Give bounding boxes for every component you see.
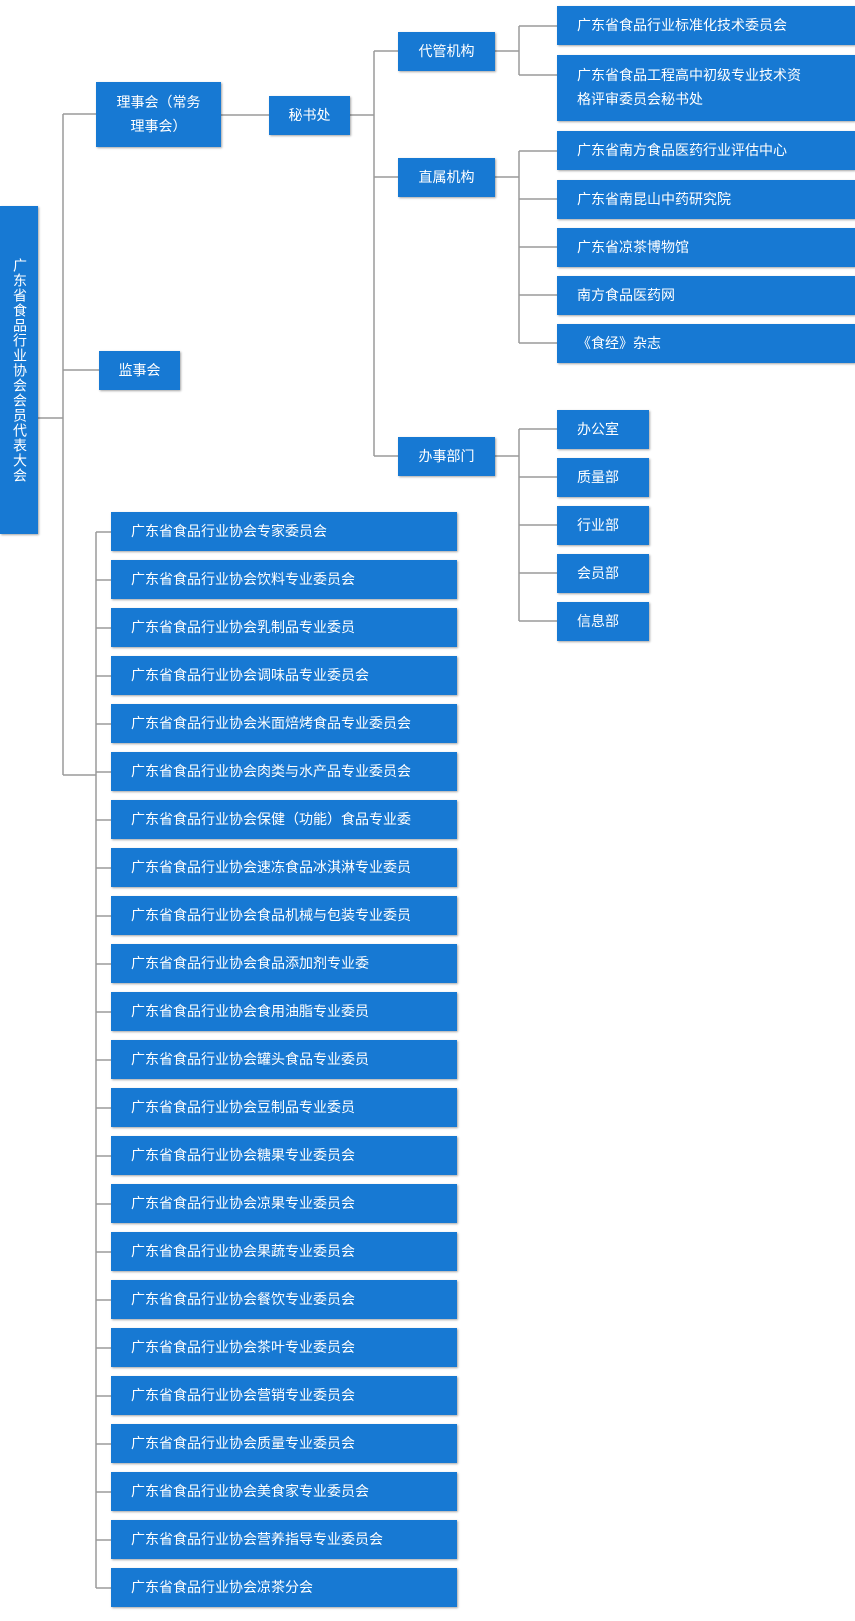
committee-node: 广东省食品行业协会保健（功能）食品专业委 [111, 800, 457, 839]
root-label: 广东省食品行业协会会员代表大会 [11, 257, 27, 483]
committee-label: 广东省食品行业协会质量专业委员会 [131, 1435, 355, 1452]
committee-label: 广东省食品行业协会保健（功能）食品专业委 [131, 811, 411, 828]
board-node: 理事会（常务理事会） [96, 82, 221, 147]
committee-node: 广东省食品行业协会调味品专业委员会 [111, 656, 457, 695]
managed-org-label: 广东省食品行业标准化技术委员会 [577, 17, 787, 34]
committee-node: 广东省食品行业协会罐头食品专业委员 [111, 1040, 457, 1079]
committee-label: 广东省食品行业协会速冻食品冰淇淋专业委员 [131, 859, 411, 876]
secretariat-label: 秘书处 [288, 107, 331, 124]
office-node: 行业部 [557, 506, 649, 545]
committee-node: 广东省食品行业协会凉果专业委员会 [111, 1184, 457, 1223]
office-node: 质量部 [557, 458, 649, 497]
committee-label: 广东省食品行业协会糖果专业委员会 [131, 1147, 355, 1164]
managed-org-node: 广东省食品工程高中初级专业技术资格评审委员会秘书处 [557, 55, 855, 121]
committee-node: 广东省食品行业协会豆制品专业委员 [111, 1088, 457, 1127]
committee-label: 广东省食品行业协会茶叶专业委员会 [131, 1339, 355, 1356]
direct-org-node: 广东省南方食品医药行业评估中心 [557, 131, 855, 170]
committee-node: 广东省食品行业协会乳制品专业委员 [111, 608, 457, 647]
committee-node: 广东省食品行业协会餐饮专业委员会 [111, 1280, 457, 1319]
office-node: 信息部 [557, 602, 649, 641]
committee-node: 广东省食品行业协会食用油脂专业委员 [111, 992, 457, 1031]
committee-label: 广东省食品行业协会米面焙烤食品专业委员会 [131, 715, 411, 732]
direct-org-node: 广东省凉茶博物馆 [557, 228, 855, 267]
board-label: 理事会（常务理事会） [116, 94, 201, 135]
committee-node: 广东省食品行业协会凉茶分会 [111, 1568, 457, 1607]
committee-node: 广东省食品行业协会专家委员会 [111, 512, 457, 551]
committee-label: 广东省食品行业协会凉果专业委员会 [131, 1195, 355, 1212]
committee-label: 广东省食品行业协会果蔬专业委员会 [131, 1243, 355, 1260]
direct-org-label: 广东省南昆山中药研究院 [577, 191, 731, 208]
office-label: 办公室 [577, 421, 619, 438]
direct-org-label: 南方食品医药网 [577, 287, 675, 304]
committee-label: 广东省食品行业协会罐头食品专业委员 [131, 1051, 369, 1068]
direct-org-node: 广东省南昆山中药研究院 [557, 180, 855, 219]
committee-label: 广东省食品行业协会美食家专业委员会 [131, 1483, 369, 1500]
committee-label: 广东省食品行业协会食用油脂专业委员 [131, 1003, 369, 1020]
committee-node: 广东省食品行业协会食品机械与包装专业委员 [111, 896, 457, 935]
committee-label: 广东省食品行业协会营销专业委员会 [131, 1387, 355, 1404]
root-node: 广东省食品行业协会会员代表大会 [0, 206, 38, 534]
offices-branch-node: 办事部门 [398, 437, 495, 476]
direct-org-label: 广东省南方食品医药行业评估中心 [577, 142, 787, 159]
committee-label: 广东省食品行业协会调味品专业委员会 [131, 667, 369, 684]
committee-label: 广东省食品行业协会豆制品专业委员 [131, 1099, 355, 1116]
committee-node: 广东省食品行业协会肉类与水产品专业委员会 [111, 752, 457, 791]
direct-org-node: 南方食品医药网 [557, 276, 855, 315]
committee-node: 广东省食品行业协会茶叶专业委员会 [111, 1328, 457, 1367]
committee-node: 广东省食品行业协会果蔬专业委员会 [111, 1232, 457, 1271]
managed-org-label: 广东省食品工程高中初级专业技术资格评审委员会秘书处 [577, 68, 801, 108]
secretariat-node: 秘书处 [269, 96, 350, 135]
direct-org-label: 广东省凉茶博物馆 [577, 239, 689, 256]
committee-label: 广东省食品行业协会肉类与水产品专业委员会 [131, 763, 411, 780]
committee-node: 广东省食品行业协会米面焙烤食品专业委员会 [111, 704, 457, 743]
committee-label: 广东省食品行业协会餐饮专业委员会 [131, 1291, 355, 1308]
committee-label: 广东省食品行业协会营养指导专业委员会 [131, 1531, 383, 1548]
managed-branch-node: 代管机构 [398, 32, 495, 71]
committee-node: 广东省食品行业协会营养指导专业委员会 [111, 1520, 457, 1559]
offices-branch-label: 办事部门 [418, 448, 475, 465]
direct-org-node: 《食经》杂志 [557, 324, 855, 363]
committee-node: 广东省食品行业协会美食家专业委员会 [111, 1472, 457, 1511]
office-label: 信息部 [577, 613, 619, 630]
office-label: 会员部 [577, 565, 619, 582]
supervisory-node: 监事会 [99, 351, 180, 390]
office-node: 会员部 [557, 554, 649, 593]
committee-node: 广东省食品行业协会速冻食品冰淇淋专业委员 [111, 848, 457, 887]
committee-label: 广东省食品行业协会专家委员会 [131, 523, 327, 540]
committee-label: 广东省食品行业协会凉茶分会 [131, 1579, 313, 1596]
committee-node: 广东省食品行业协会质量专业委员会 [111, 1424, 457, 1463]
supervisory-label: 监事会 [118, 362, 161, 379]
managed-org-node: 广东省食品行业标准化技术委员会 [557, 6, 855, 45]
direct-branch-node: 直属机构 [398, 158, 495, 197]
office-node: 办公室 [557, 410, 649, 449]
managed-branch-label: 代管机构 [418, 43, 475, 60]
committee-node: 广东省食品行业协会营销专业委员会 [111, 1376, 457, 1415]
committee-label: 广东省食品行业协会乳制品专业委员 [131, 619, 355, 636]
committee-node: 广东省食品行业协会食品添加剂专业委 [111, 944, 457, 983]
committee-label: 广东省食品行业协会食品机械与包装专业委员 [131, 907, 411, 924]
committee-node: 广东省食品行业协会糖果专业委员会 [111, 1136, 457, 1175]
committee-label: 广东省食品行业协会饮料专业委员会 [131, 571, 355, 588]
direct-org-label: 《食经》杂志 [577, 335, 661, 352]
committee-label: 广东省食品行业协会食品添加剂专业委 [131, 955, 369, 972]
direct-branch-label: 直属机构 [418, 169, 475, 186]
committee-node: 广东省食品行业协会饮料专业委员会 [111, 560, 457, 599]
office-label: 行业部 [577, 517, 619, 534]
office-label: 质量部 [577, 469, 619, 486]
